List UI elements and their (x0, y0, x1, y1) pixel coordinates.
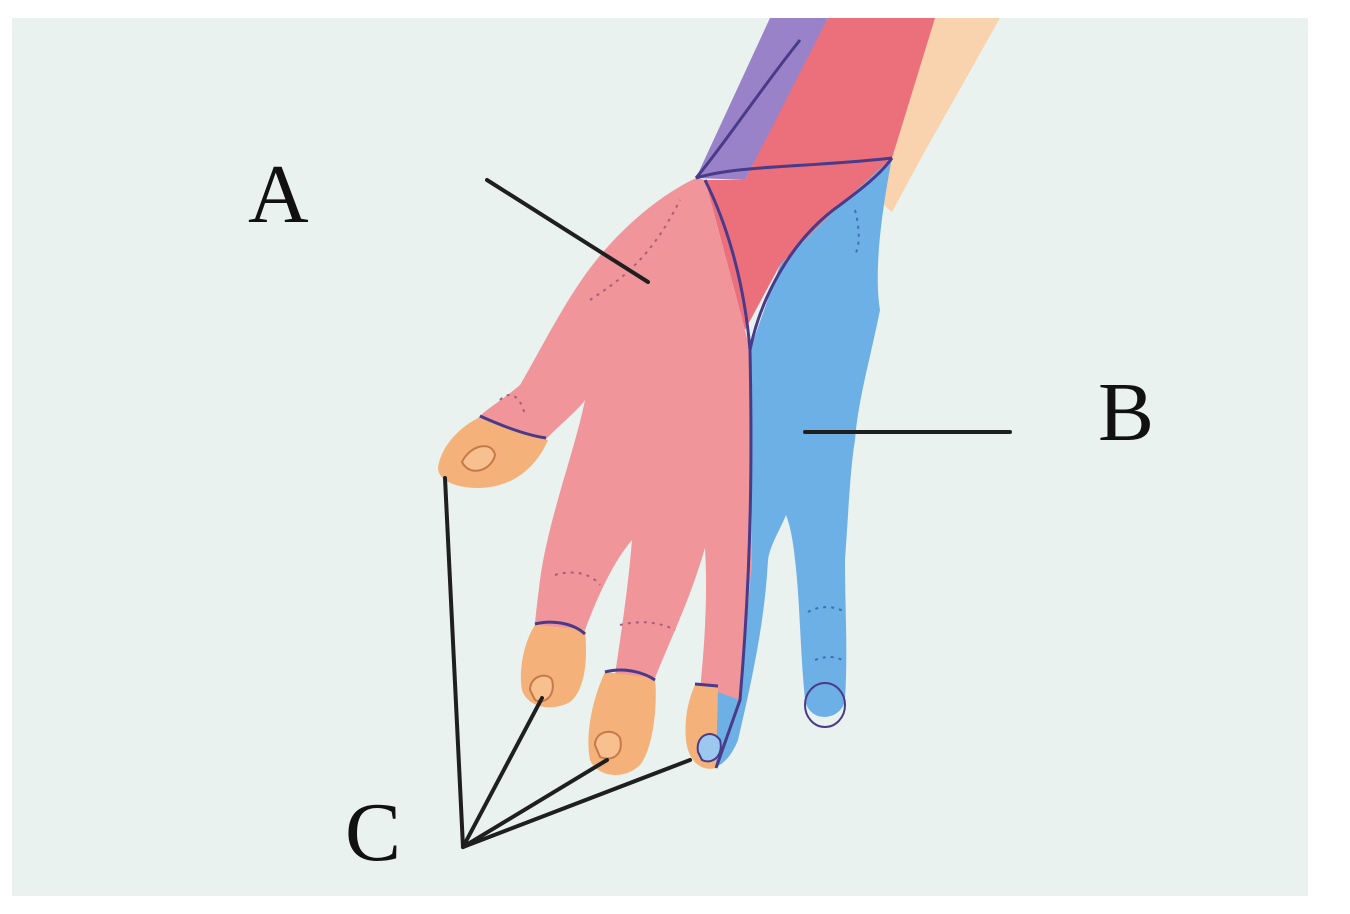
crease-dots-3 (554, 571, 601, 586)
region-b-area (705, 158, 892, 769)
border-median-ulnar (703, 179, 753, 769)
label-b: B (1098, 366, 1154, 459)
region-a-area (478, 178, 752, 700)
border-index (534, 620, 587, 636)
middle-nail (593, 730, 622, 760)
forearm-red-region (705, 18, 935, 330)
little-fingertip (804, 682, 846, 728)
leader-c-middle (461, 758, 609, 849)
border-middle (604, 668, 656, 682)
thumb-nail (460, 445, 497, 472)
label-a: A (248, 148, 309, 241)
leader-c-thumb (443, 476, 465, 849)
leader-a (485, 178, 650, 284)
border-ring (694, 682, 719, 688)
leader-c-ring (461, 758, 692, 849)
label-c: C (345, 786, 401, 879)
crease-dots-1 (589, 199, 681, 301)
crease-dots-6 (814, 656, 843, 661)
leader-c-index (461, 696, 544, 849)
border-thumb (479, 414, 547, 440)
forearm-purple-region (696, 18, 828, 180)
border-wrist (695, 156, 893, 180)
border-purple (694, 39, 802, 179)
forearm-skin (878, 18, 1000, 212)
border-red-blue (748, 157, 894, 351)
crease-dots-2 (499, 394, 526, 416)
ring-nail (696, 733, 722, 763)
crease-dots-7 (854, 209, 860, 256)
